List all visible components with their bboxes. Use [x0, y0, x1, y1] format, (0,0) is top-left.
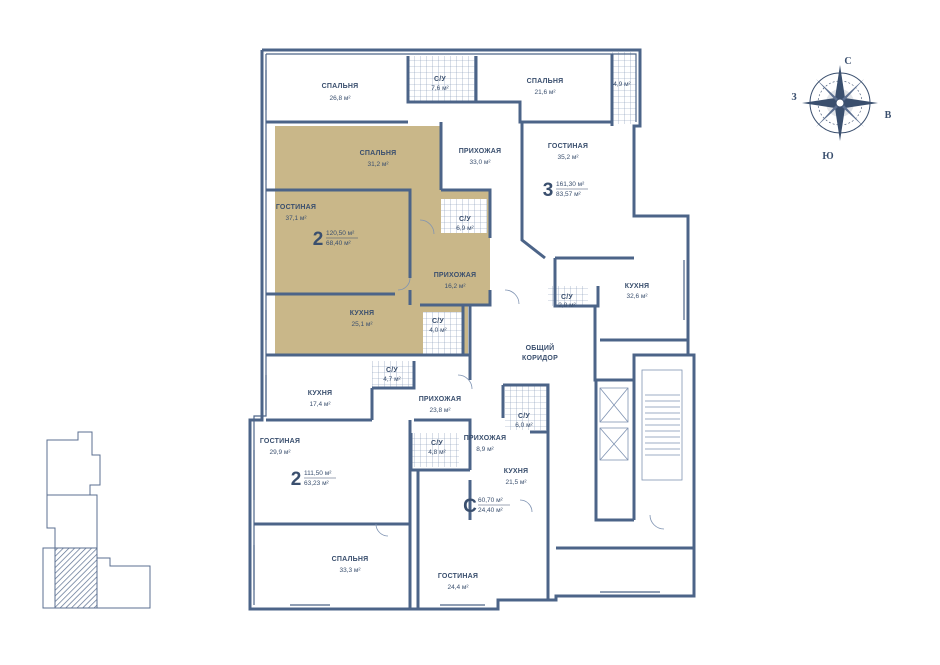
room-name: СПАЛЬНЯ [322, 83, 359, 90]
room-area: 17,4 м² [309, 401, 331, 408]
room-area: 24,4 м² [447, 584, 469, 591]
room-area: 33,3 м² [339, 567, 361, 574]
compass-west: З [791, 92, 796, 103]
room-area: 4,0 м² [429, 327, 447, 334]
room-area: 33,0 м² [469, 159, 491, 166]
room-area: 6,0 м² [515, 422, 533, 429]
compass-north: С [844, 56, 851, 67]
doors [375, 219, 665, 537]
compass-rose: С З В Ю [791, 56, 891, 162]
apartment-total-area: 60,70 м² [478, 497, 504, 504]
room-name: С/У [561, 294, 573, 301]
apartment-number: 2 [291, 469, 302, 490]
apartment-badge-2[interactable]: 2 111,50 м² 63,23 м² [291, 469, 336, 490]
apartment-living-area: 83,57 м² [556, 191, 582, 198]
selected-section [54, 547, 98, 609]
room-name: СПАЛЬНЯ [360, 150, 397, 157]
room-area: 16,2 м² [444, 283, 466, 290]
room-name: С/У [386, 367, 398, 374]
room-name: КУХНЯ [308, 390, 333, 397]
room-area: 29,9 м² [269, 449, 291, 456]
apartment-number: С [463, 496, 477, 517]
room-name: СПАЛЬНЯ [527, 78, 564, 85]
room-name: ОБЩИЙ [526, 343, 555, 352]
stairwell [599, 369, 683, 481]
room-name: ПРИХОЖАЯ [464, 435, 507, 442]
room-name: С/У [432, 318, 444, 325]
room-name: С/У [459, 216, 471, 223]
room-name: С/У [434, 76, 446, 83]
apartment-badge-2-highlighted[interactable]: 2 120,50 м² 68,40 м² [313, 229, 358, 250]
interior-walls [254, 54, 694, 609]
room-labels: СПАЛЬНЯ 26,8 м² С/У 7,6 м² СПАЛЬНЯ 21,6 … [260, 76, 649, 591]
room-area: 21,6 м² [534, 89, 556, 96]
room-area: 4,8 м² [428, 449, 446, 456]
room-area: 8,9 м² [476, 446, 494, 453]
room-name: С/У [431, 440, 443, 447]
room-name: КУХНЯ [625, 283, 650, 290]
compass-south: Ю [822, 151, 833, 162]
bathroom-tiles [372, 52, 636, 467]
apartment-living-area: 63,23 м² [304, 480, 330, 487]
apartment-badge-3[interactable]: 3 161,30 м² 83,57 м² [543, 180, 588, 201]
compass-east: В [885, 110, 892, 121]
apartment-badge-studio[interactable]: С 60,70 м² 24,40 м² [463, 496, 510, 517]
room-area: 2,8 м² [558, 302, 576, 309]
room-area: 31,2 м² [367, 161, 389, 168]
apartment-total-area: 161,30 м² [556, 181, 585, 188]
room-name: ГОСТИНАЯ [438, 573, 478, 580]
apartment-number: 2 [313, 229, 324, 250]
apartment-living-area: 68,40 м² [326, 240, 352, 247]
room-area: 37,1 м² [285, 215, 307, 222]
room-area: 6,9 м² [456, 225, 474, 232]
room-name: ПРИХОЖАЯ [459, 148, 502, 155]
apartment-total-area: 111,50 м² [304, 470, 332, 477]
room-area: 4,7 м² [383, 376, 401, 383]
room-name: КОРИДОР [522, 355, 558, 362]
apartment-living-area: 24,40 м² [478, 507, 504, 514]
room-name: ГОСТИНАЯ [276, 204, 316, 211]
room-area: 25,1 м² [351, 321, 373, 328]
room-name: ГОСТИНАЯ [260, 438, 300, 445]
apartment-total-area: 120,50 м² [326, 230, 355, 237]
room-area: 7,6 м² [431, 85, 449, 92]
room-area: 35,2 м² [557, 154, 579, 161]
room-name: ПРИХОЖАЯ [419, 396, 462, 403]
windows [249, 70, 689, 610]
room-area: 32,6 м² [626, 293, 648, 300]
room-area: 4,9 м² [613, 81, 631, 88]
room-name: КУХНЯ [350, 310, 375, 317]
room-name: КУХНЯ [504, 468, 529, 475]
room-name: ПРИХОЖАЯ [434, 272, 477, 279]
room-name: С/У [518, 413, 530, 420]
room-name: СПАЛЬНЯ [332, 556, 369, 563]
room-area: 21,5 м² [505, 479, 527, 486]
room-area: 23,8 м² [429, 407, 451, 414]
apartment-number: 3 [543, 180, 554, 201]
building-thumbnail [42, 431, 151, 609]
room-name: ГОСТИНАЯ [548, 143, 588, 150]
room-area: 26,8 м² [329, 95, 351, 102]
